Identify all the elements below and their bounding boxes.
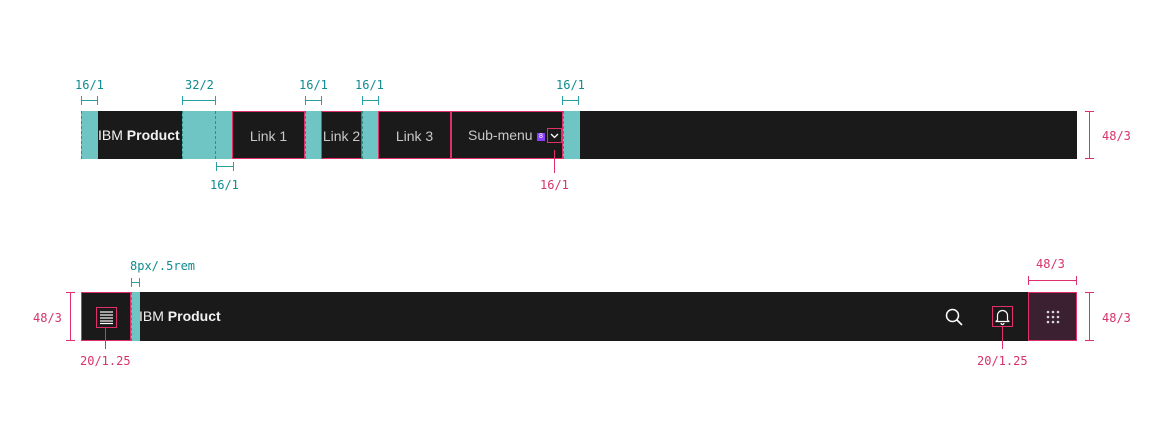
spacing-block <box>182 111 216 159</box>
spacing-block <box>305 111 322 159</box>
spacing-block <box>81 111 98 159</box>
nav-link-3[interactable]: Link 3 <box>378 111 451 159</box>
annotation-top-m1: 16/1 <box>75 78 104 92</box>
annotation-bottom-spacing: 8px/.5rem <box>130 259 196 273</box>
top-header-bar: IBM Product Link 1 Link 2 Link 3 Sub-men… <box>81 111 1077 159</box>
spacing-block <box>362 111 379 159</box>
annotation-bottom-left-height: 48/3 <box>33 311 62 325</box>
bell-icon[interactable] <box>992 306 1013 327</box>
submenu-label: Sub-menu <box>468 127 533 143</box>
top-brand-name[interactable]: IBM Product <box>98 111 180 159</box>
brand-prefix: IBM <box>139 308 164 324</box>
annotation-top-below-left: 16/1 <box>210 178 239 192</box>
annotation-bottom-menu-icon: 20/1.25 <box>80 354 131 368</box>
annotation-top-m2: 32/2 <box>185 78 214 92</box>
spacing-block <box>563 111 580 159</box>
annotation-top-below-chevron: 16/1 <box>540 178 569 192</box>
bottom-brand-name[interactable]: IBM Product <box>139 292 221 341</box>
annotation-top-m3: 16/1 <box>299 78 328 92</box>
nav-link-1[interactable]: Link 1 <box>232 111 305 159</box>
brand-product: Product <box>167 308 221 324</box>
annotation-bottom-bell-icon: 20/1.25 <box>977 354 1028 368</box>
spacing-block <box>131 292 140 341</box>
search-icon[interactable] <box>944 307 964 327</box>
hamburger-menu-icon <box>96 307 117 328</box>
annotation-top-height: 48/3 <box>1102 129 1131 143</box>
nav-submenu[interactable]: Sub-menu 8 <box>451 111 563 159</box>
annotation-bottom-right-height: 48/3 <box>1102 311 1131 325</box>
nav-link-2[interactable]: Link 2 <box>321 111 362 159</box>
brand-prefix: IBM <box>98 127 123 143</box>
menu-button[interactable] <box>81 292 131 341</box>
annotation-top-m4: 16/1 <box>355 78 384 92</box>
submenu-badge: 8 <box>537 133 545 141</box>
bottom-header-bar: IBM Product <box>81 292 1077 341</box>
app-switcher-icon <box>1044 308 1062 326</box>
spacing-block <box>215 111 233 159</box>
annotation-bottom-switcher-width: 48/3 <box>1036 257 1065 271</box>
app-switcher-button[interactable] <box>1028 292 1077 341</box>
brand-product: Product <box>126 127 180 143</box>
chevron-down-icon[interactable] <box>547 128 562 143</box>
annotation-top-m5: 16/1 <box>556 78 585 92</box>
